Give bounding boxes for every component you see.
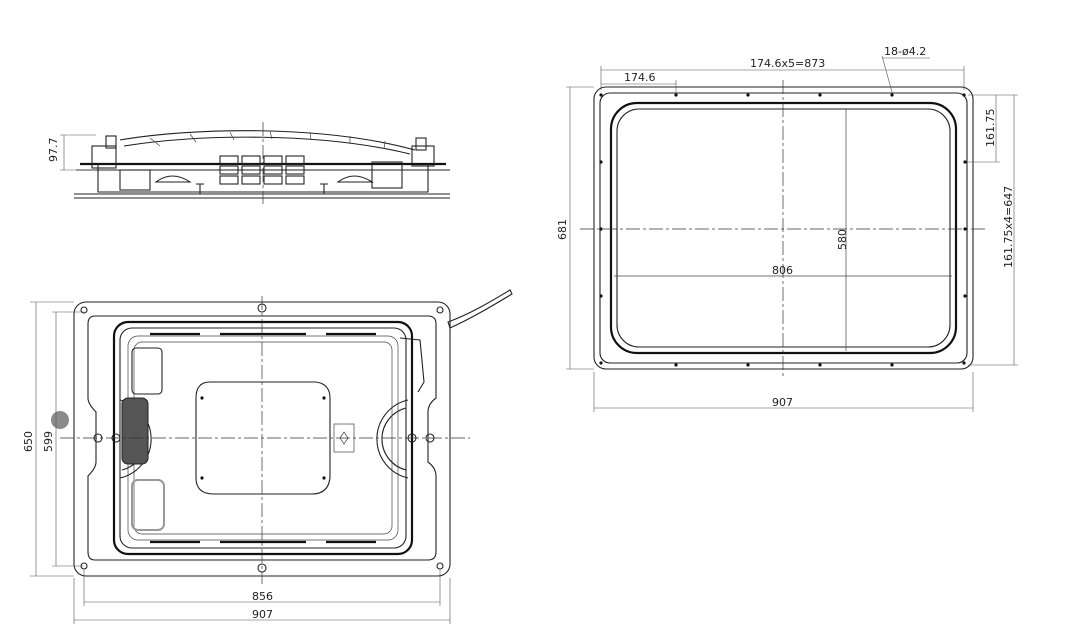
- bottom-outer-width-label: 907: [252, 608, 273, 621]
- pitch-total-label: 174.6x5=873: [750, 57, 825, 70]
- top-outer-height-label: 681: [556, 219, 569, 240]
- bottom-outer-height-label: 650: [22, 431, 35, 452]
- bottom-inner-width-label: 856: [252, 590, 273, 603]
- top-outer-width-label: 907: [772, 396, 793, 409]
- side-pitch-total-label: 161.75x4=647: [1002, 186, 1015, 268]
- side-view: 97.7: [47, 122, 450, 204]
- vent-grille: [219, 155, 305, 185]
- pitch-label: 174.6: [624, 71, 656, 84]
- bottom-view: 650 599 856 907: [22, 289, 513, 624]
- top-view: 174.6x5=873 174.6 18-ø4.2 681 580 806 16…: [556, 45, 1018, 412]
- bottom-inner-height-label: 599: [42, 431, 55, 452]
- opening-height-label: 580: [836, 229, 849, 250]
- opening-width-label: 806: [772, 264, 793, 277]
- side-height-label: 97.7: [47, 138, 60, 163]
- hole-spec-label: 18-ø4.2: [884, 45, 926, 58]
- side-pitch-label: 161.75: [984, 109, 997, 148]
